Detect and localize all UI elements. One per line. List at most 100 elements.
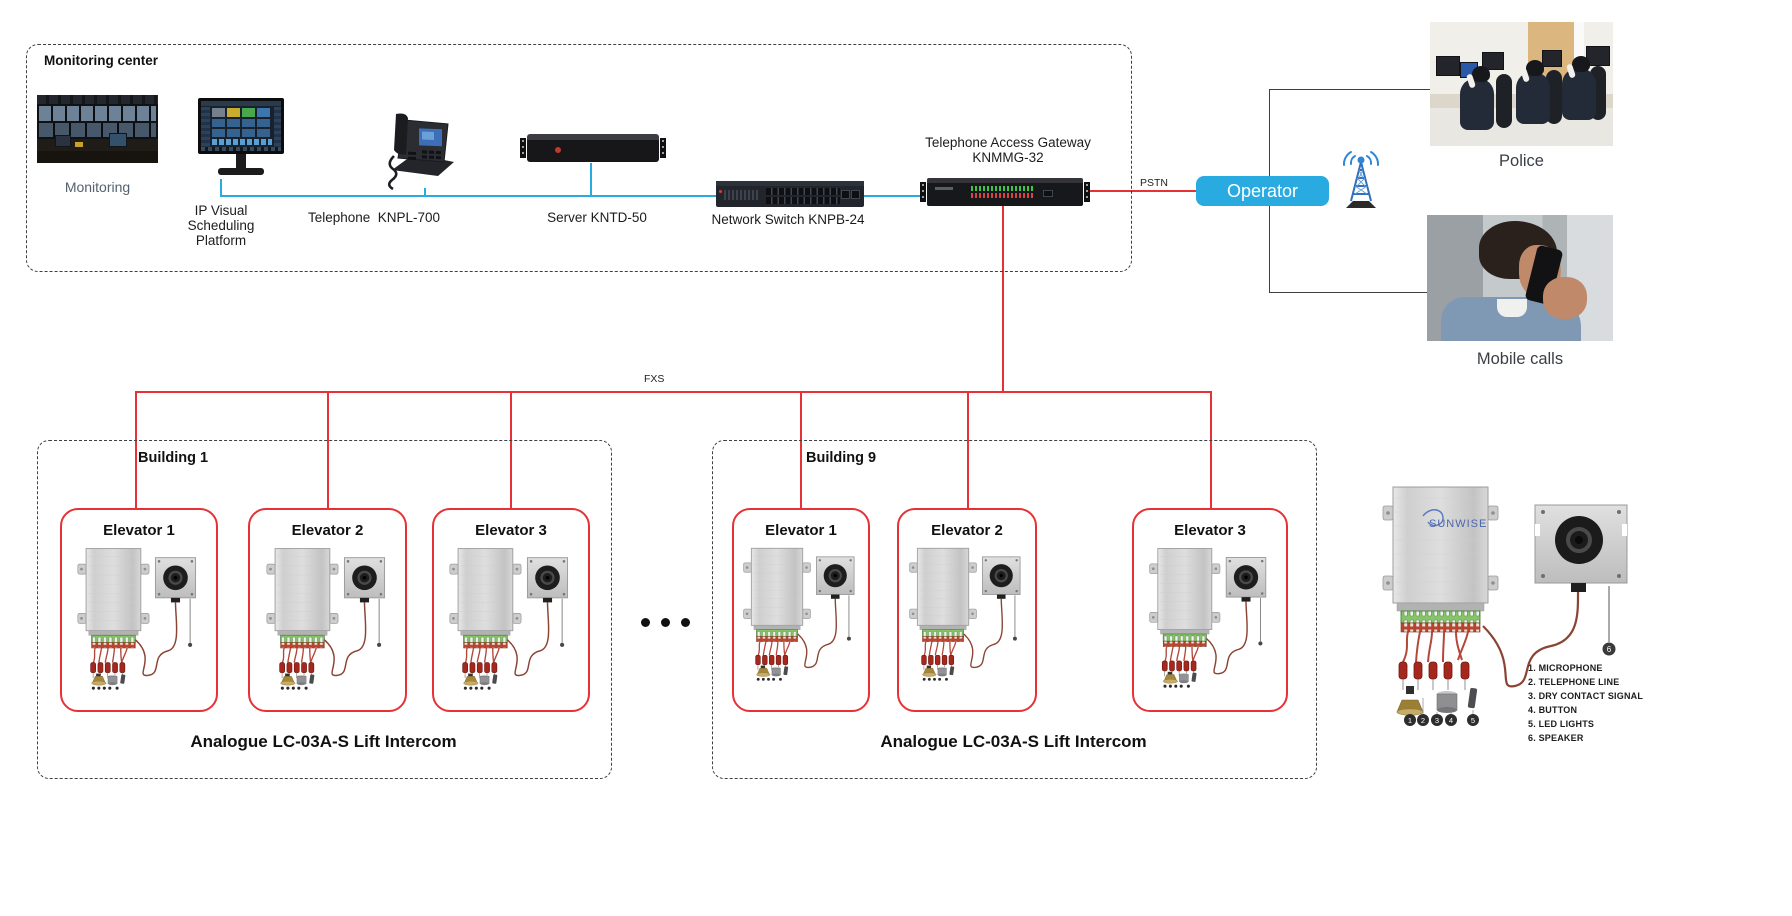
monitor: [1482, 52, 1504, 70]
svg-text:3: 3: [1435, 716, 1439, 725]
fxs-feed-line: [1002, 206, 1004, 393]
svg-text:1: 1: [1408, 716, 1412, 725]
police-photo: [1430, 22, 1613, 146]
operator-badge: Operator: [1196, 176, 1329, 206]
legend-item: 4. BUTTON: [1528, 705, 1578, 715]
fxs-drop-b9-e1: [800, 392, 802, 509]
component-number-callouts: 1 2 3 4 5: [1404, 714, 1479, 726]
elevator-title: Elevator 3: [1174, 522, 1246, 539]
pstn-label: PSTN: [1140, 177, 1169, 189]
platform-label-line1: IP Visual: [194, 203, 248, 218]
gateway-label: Telephone Access Gateway KNMMG-32: [920, 135, 1096, 165]
switch-top: [716, 181, 864, 186]
desk-accent: [75, 142, 83, 147]
gateway-red-leds: [971, 193, 1033, 198]
rack-ear: [920, 182, 926, 202]
lift-intercom-illustration: [265, 547, 386, 690]
server-device: [520, 134, 666, 162]
officer-hair: [1572, 56, 1590, 72]
elevator-title: Elevator 2: [931, 522, 1003, 539]
monitor-stand-neck: [236, 154, 246, 169]
lift-intercom-detail-illustration: SUNWISE 1 2 3 4 5: [1382, 486, 1628, 726]
monitor: [1586, 46, 1610, 66]
gateway-label-line2: KNMMG-32: [972, 150, 1044, 165]
lift-intercom-illustration: [448, 547, 569, 690]
police-officer: [1460, 78, 1494, 130]
monitoring-label: Monitoring: [64, 179, 131, 195]
elevator-title: Elevator 3: [475, 522, 547, 539]
lan-drop-telephone: [424, 188, 426, 196]
elevator-title: Elevator 1: [765, 522, 837, 539]
telephone-access-gateway-device: [920, 178, 1090, 206]
gateway-port: [1043, 190, 1053, 197]
legend-item: 2. TELEPHONE LINE: [1528, 677, 1620, 687]
desk-monitor: [109, 133, 127, 147]
mobile-calls-label: Mobile calls: [1476, 350, 1564, 368]
rack-ear: [660, 138, 666, 158]
fxs-drop-b1-e2: [327, 392, 329, 509]
platform-ui: [201, 101, 281, 151]
police-officer: [1562, 68, 1596, 120]
brand-text: SUNWISE: [1429, 518, 1487, 530]
fxs-drop-b1-e1: [135, 392, 137, 509]
building-1-box: [37, 440, 612, 779]
legend-item: 1. MICROPHONE: [1528, 663, 1603, 673]
building-1-caption: Analogue LC-03A-S Lift Intercom: [190, 732, 457, 751]
fxs-label: FXS: [644, 373, 665, 385]
fxs-drop-b1-e3: [510, 392, 512, 509]
elevator-box-b1-e1: Elevator 1: [60, 508, 218, 712]
legend-item: 3. DRY CONTACT SIGNAL: [1528, 691, 1644, 701]
server-label: Server KNTD-50: [547, 210, 647, 225]
platform-ui-cell: [227, 108, 240, 117]
svg-text:2: 2: [1421, 716, 1425, 725]
switch-ports-row1: [766, 188, 840, 195]
gateway-brand-mark: [935, 187, 953, 190]
video-wall-row1: [39, 106, 156, 121]
fxs-bus-line: [135, 391, 1212, 393]
detail-legend: 1. MICROPHONE 2. TELEPHONE LINE 3. DRY C…: [1528, 661, 1688, 745]
gateway-label-line1: Telephone Access Gateway: [925, 135, 1091, 150]
brand-swirl: [1422, 509, 1444, 527]
platform-ui-titlebar: [201, 101, 281, 106]
building-9-box: [712, 440, 1317, 779]
platform-ui-toolbar: [201, 147, 281, 151]
svg-text:5: 5: [1471, 716, 1475, 725]
ceiling: [37, 95, 158, 104]
elevator-box-b9-e3: Elevator 3: [1132, 508, 1288, 712]
police-officer: [1516, 72, 1550, 124]
fxs-drop-b9-e3: [1210, 392, 1212, 509]
desk-front: [37, 151, 158, 163]
switch-power-led: [719, 190, 722, 193]
building-9-title: Building 9: [806, 450, 877, 466]
radio-tower-icon: [1343, 151, 1379, 208]
svg-text:4: 4: [1449, 716, 1453, 725]
elevator-title: Elevator 1: [103, 522, 175, 539]
monitor: [1542, 50, 1562, 67]
platform-ui-row: [212, 139, 272, 145]
lift-intercom-illustration: [1148, 547, 1267, 688]
pstn-line: [1087, 190, 1196, 192]
elevator-box-b9-e1: Elevator 1: [732, 508, 870, 712]
platform-ui-cell: [242, 108, 255, 117]
monitoring-room-photo: [37, 95, 158, 163]
telephone-label: Telephone KNPL-700: [307, 210, 441, 225]
monitoring-center-box: Monitoring center: [26, 44, 1132, 272]
building-9-caption: Analogue LC-03A-S Lift Intercom: [880, 732, 1147, 751]
elevator-box-b9-e2: Elevator 2: [897, 508, 1037, 712]
svg-text:6: 6: [1607, 645, 1612, 654]
lan-bus-line: [220, 195, 924, 197]
monitoring-center-title: Monitoring center: [44, 53, 158, 68]
platform-label-line2: Scheduling Platform: [187, 218, 255, 248]
monitor-stand-base: [218, 168, 264, 175]
switch-uplink-port: [841, 190, 850, 199]
platform-label: IP Visual Scheduling Platform: [166, 203, 276, 248]
officer-hair: [1472, 66, 1490, 82]
speaker-number-callout: 6: [1602, 642, 1616, 656]
elevator-box-b1-e3: Elevator 3: [432, 508, 590, 712]
external-link-mobile: [1269, 292, 1428, 293]
lan-drop-server: [590, 163, 592, 196]
server-logo-dot: [555, 147, 561, 153]
desk-monitor: [55, 135, 71, 147]
network-switch-device: [716, 181, 864, 207]
rack-ear: [1084, 182, 1090, 202]
